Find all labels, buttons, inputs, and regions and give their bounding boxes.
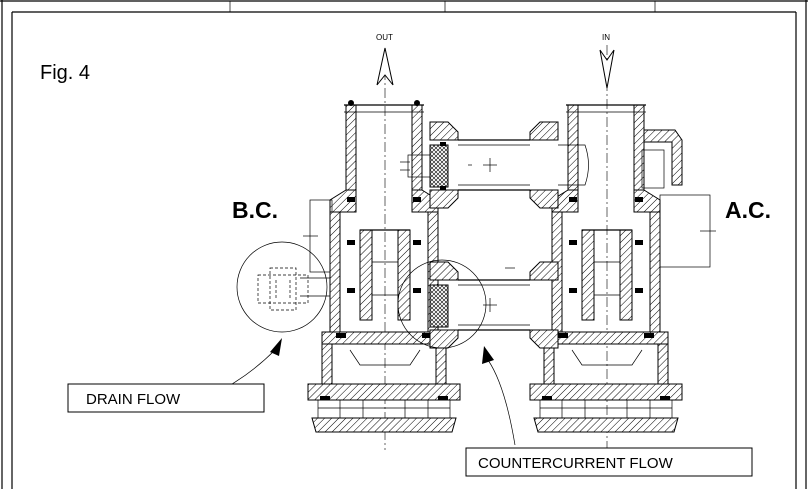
in-label: IN xyxy=(602,33,610,42)
countercurrent-detail-circle xyxy=(397,259,487,349)
in-flow-arrow: IN xyxy=(599,33,615,450)
countercurrent-flow-leader xyxy=(482,346,516,446)
drain-flow-callout: DRAIN FLOW xyxy=(67,383,265,413)
drain-flow-leader xyxy=(231,338,282,385)
bc-label: B.C. xyxy=(232,197,278,223)
out-flow-arrow: OUT xyxy=(376,33,394,450)
lower-connecting-chamber xyxy=(429,261,559,349)
upper-connecting-chamber xyxy=(400,121,589,209)
drain-flow-label: DRAIN FLOW xyxy=(86,391,181,408)
countercurrent-flow-label: COUNTERCURRENT FLOW xyxy=(478,455,674,472)
out-label: OUT xyxy=(376,33,393,42)
figure-title: Fig. 4 xyxy=(40,62,90,84)
drain-detail-circle xyxy=(236,241,330,333)
ac-label: A.C. xyxy=(725,197,771,223)
countercurrent-flow-callout: COUNTERCURRENT FLOW xyxy=(465,447,753,477)
